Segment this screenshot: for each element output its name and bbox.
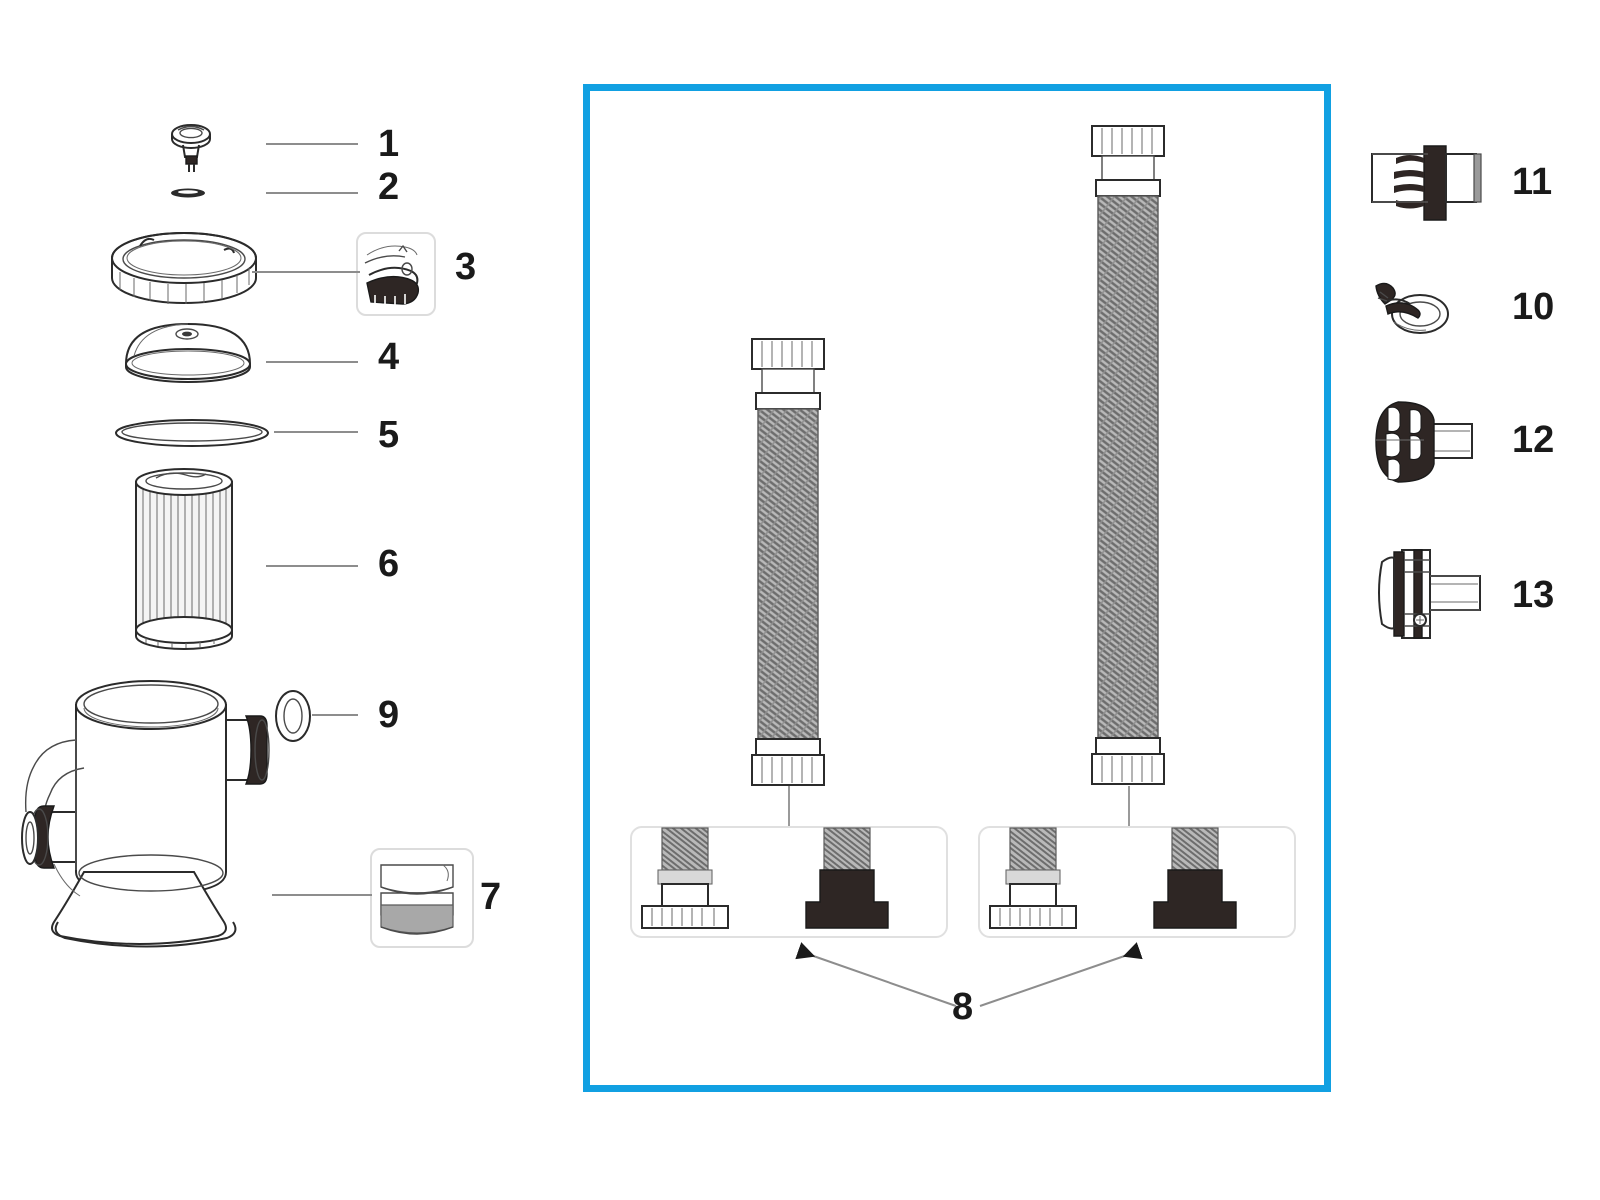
hose-short-connector-line bbox=[788, 786, 790, 828]
part-threaded-plug-nut bbox=[1368, 398, 1488, 484]
callout-number-4: 4 bbox=[378, 336, 400, 378]
leader-line-3 bbox=[252, 271, 360, 273]
leader-line-1 bbox=[266, 143, 358, 145]
part-hose-clamp bbox=[1368, 278, 1464, 340]
leader-line-6 bbox=[266, 565, 358, 567]
fitting-box-right bbox=[978, 826, 1296, 938]
callout-number-9: 9 bbox=[378, 694, 400, 736]
callout-number-7: 7 bbox=[480, 876, 502, 918]
leader-line-9 bbox=[312, 714, 358, 716]
detail-box-7 bbox=[370, 848, 474, 948]
leader-line-4 bbox=[266, 361, 358, 363]
part-pump-housing bbox=[14, 660, 314, 950]
callout-number-3: 3 bbox=[455, 246, 477, 288]
callout-number-6: 6 bbox=[378, 543, 400, 585]
leader-line-5 bbox=[274, 431, 358, 433]
part-filter-cartridge bbox=[126, 462, 242, 652]
callout-number-11: 11 bbox=[1512, 161, 1553, 203]
part-knob-screw bbox=[160, 118, 222, 180]
hose-long bbox=[1080, 122, 1188, 794]
hose-long-connector-line bbox=[1128, 786, 1130, 828]
callout-number-1: 1 bbox=[378, 123, 400, 165]
part-locking-ring bbox=[104, 228, 264, 310]
fitting-box-left bbox=[630, 826, 948, 938]
callout-8-arrows bbox=[780, 940, 1160, 1020]
callout-number-8: 8 bbox=[952, 986, 974, 1028]
part-strainer-connector bbox=[1368, 140, 1488, 226]
callout-number-12: 12 bbox=[1512, 419, 1555, 461]
callout-number-13: 13 bbox=[1512, 574, 1555, 616]
callout-number-2: 2 bbox=[378, 166, 400, 208]
leader-line-2 bbox=[266, 192, 358, 194]
part-large-oring bbox=[112, 415, 272, 451]
part-inlet-outlet-fitting bbox=[1368, 548, 1494, 640]
part-filter-lid bbox=[118, 314, 258, 386]
leader-line-7 bbox=[272, 894, 372, 896]
callout-number-5: 5 bbox=[378, 414, 400, 456]
part-outlet-oring bbox=[270, 688, 316, 744]
hose-short bbox=[740, 335, 848, 795]
detail-box-3 bbox=[356, 232, 436, 316]
callout-number-10: 10 bbox=[1512, 286, 1555, 328]
part-washer-small bbox=[168, 185, 208, 201]
